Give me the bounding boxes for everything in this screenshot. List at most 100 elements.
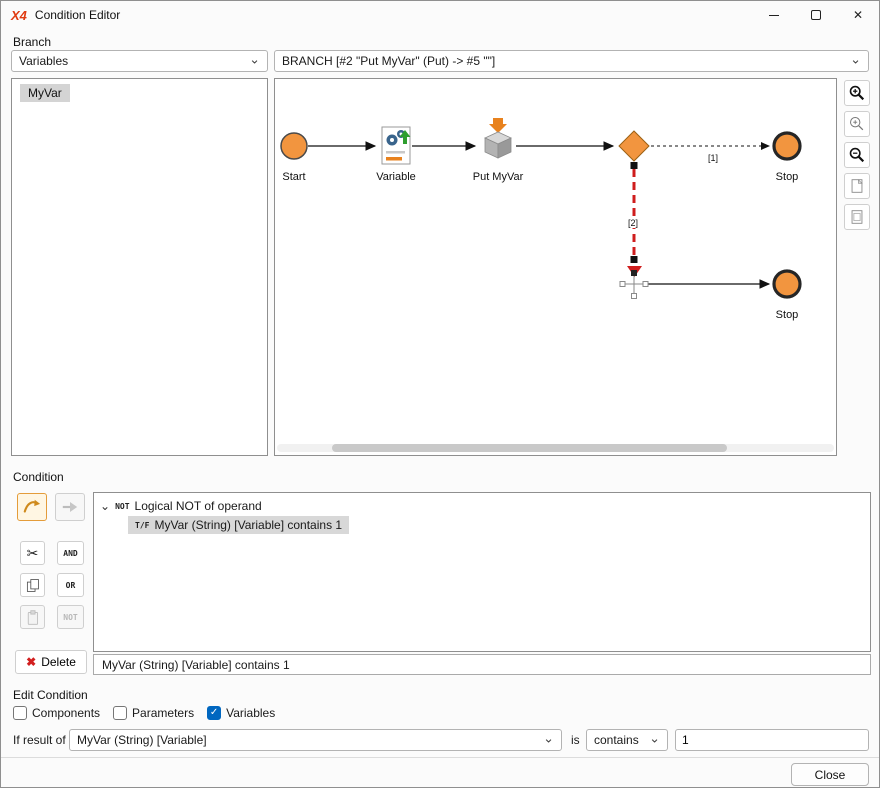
and-operator-button[interactable]: AND [57,541,84,565]
parameters-checkbox[interactable] [113,706,128,720]
branch-dropdown-value: BRANCH [#2 "Put MyVar" (Put) -> #5 ""] [282,54,496,68]
delete-button[interactable]: ✖ Delete [15,650,87,674]
diagram-hscrollbar[interactable] [277,444,834,452]
copy-button[interactable] [20,573,45,597]
chevron-down-icon: ⌄ [249,51,260,67]
condition-tree-panel: ⌄ NOT Logical NOT of operand T/F MyVar (… [93,492,871,652]
process-diagram-panel: [1] [2] Start [274,78,837,456]
page-width-icon [851,210,863,224]
paste-icon [27,609,39,625]
scope-dropdown[interactable]: Variables ⌄ [11,50,268,72]
node-branch-diamond[interactable] [618,130,650,162]
chevron-down-icon: ⌄ [649,730,660,746]
operator-dropdown[interactable]: contains ⌄ [586,729,668,751]
components-checkbox-item[interactable]: Components [13,706,100,720]
variables-list-panel: MyVar [11,78,268,456]
node-put-myvar[interactable]: Put MyVar [473,118,524,183]
process-diagram: [1] [2] Start [280,118,802,321]
delete-x-icon: ✖ [26,655,37,669]
parameters-checkbox-label: Parameters [132,706,195,720]
edge2-label: [2] [628,218,638,228]
node-stop-top[interactable]: Stop [772,131,802,183]
not-badge: NOT [115,501,130,511]
close-window-button[interactable]: ✕ [837,1,879,29]
comparison-value-input[interactable] [675,729,869,751]
chevron-down-icon: ⌄ [850,51,861,67]
check-icon: ✓ [209,707,219,718]
close-button[interactable]: Close [791,763,869,786]
variable-list-item[interactable]: MyVar [20,84,70,102]
branch-dropdown[interactable]: BRANCH [#2 "Put MyVar" (Put) -> #5 ""] ⌄ [274,50,869,72]
tree-item-operand-selected[interactable]: T/F MyVar (String) [Variable] contains 1 [128,516,350,534]
tree-item-operand-label: MyVar (String) [Variable] contains 1 [154,518,343,532]
svg-text:Stop: Stop [776,171,799,183]
footer-divider [1,757,879,758]
magnifier-thin-icon [850,117,864,131]
edit-operand-button[interactable] [17,493,47,521]
magnifier-minus-bold-icon [849,147,865,163]
svg-text:Start: Start [282,171,305,183]
components-checkbox[interactable] [13,706,27,720]
not-operator-button[interactable]: NOT [57,605,84,629]
window-title: Condition Editor [34,8,121,22]
variables-checkbox-item[interactable]: ✓ Variables [207,706,275,720]
svg-text:Put MyVar: Put MyVar [473,171,524,183]
fit-width-button[interactable] [844,204,870,230]
assign-operand-button[interactable] [55,493,85,521]
page-icon [851,178,863,193]
node-start[interactable]: Start [280,132,308,183]
tree-expander-icon[interactable]: ⌄ [100,499,111,513]
if-result-of-label: If result of [13,733,66,747]
tree-item-not-label: Logical NOT of operand [134,499,262,513]
not-label: NOT [63,612,78,622]
close-icon: ✕ [852,8,864,22]
is-label: is [571,733,580,747]
node-placeholder-crosshair[interactable] [619,270,649,299]
diagram-hscrollbar-thumb[interactable] [332,444,727,452]
components-checkbox-label: Components [32,706,101,720]
zoom-original-button[interactable] [844,111,870,137]
minimize-button[interactable] [753,1,795,29]
node-stop-bottom[interactable]: Stop [772,269,802,321]
variables-checkbox[interactable]: ✓ [207,706,222,720]
fit-page-button[interactable] [844,173,870,199]
operand-dropdown-value: MyVar (String) [Variable] [77,733,207,747]
or-operator-button[interactable]: OR [57,573,84,597]
copy-icon [26,578,39,592]
condition-section-label: Condition [13,470,64,484]
node-variable[interactable]: Variable [376,126,416,183]
assign-arrow-icon [62,502,78,512]
maximize-button[interactable] [795,1,837,29]
parameters-checkbox-item[interactable]: Parameters [113,706,194,720]
x4-logo-icon: X4 [11,7,27,23]
or-label: OR [65,580,76,590]
scope-dropdown-value: Variables [19,54,69,68]
cut-button[interactable]: ✂ [20,541,45,565]
maximize-icon [811,10,821,20]
paste-button[interactable] [20,605,45,629]
condition-status-bar: MyVar (String) [Variable] contains 1 [93,654,871,675]
operator-dropdown-value: contains [594,733,639,747]
svg-text:Variable: Variable [376,171,416,183]
close-button-label: Close [814,767,846,782]
and-label: AND [63,548,78,558]
tree-item-not[interactable]: ⌄ NOT Logical NOT of operand [94,493,870,513]
minimize-icon [769,14,779,16]
magnifier-plus-bold-icon [849,85,865,101]
chevron-down-icon: ⌄ [543,730,554,746]
svg-text:Stop: Stop [776,309,799,321]
zoom-out-button[interactable] [844,142,870,168]
scissors-icon: ✂ [26,544,39,561]
edge-branch2-selected[interactable]: [2] [624,162,643,277]
titlebar: X4 Condition Editor ✕ [1,1,879,29]
delete-label: Delete [41,655,76,669]
source-type-checkboxes: Components Parameters ✓ Variables [13,706,275,720]
condition-status-text: MyVar (String) [Variable] contains 1 [102,657,290,672]
window-controls: ✕ [753,1,879,29]
variables-checkbox-label: Variables [226,706,276,720]
edit-condition-icon [23,499,41,513]
tf-badge: T/F [135,520,150,530]
operand-dropdown[interactable]: MyVar (String) [Variable] ⌄ [69,729,562,751]
edge1-label: [1] [708,153,718,163]
zoom-in-button[interactable] [844,80,870,106]
